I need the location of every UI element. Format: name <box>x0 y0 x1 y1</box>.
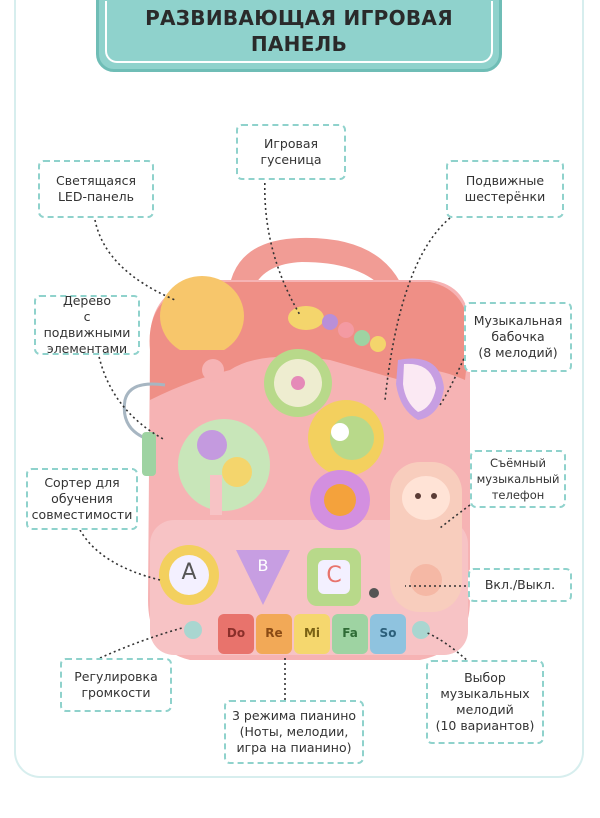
caterpillar-body <box>288 306 324 330</box>
sorter-triangle <box>236 550 290 605</box>
sorter-letter-c: C <box>326 563 342 588</box>
title-banner: РАЗВИВАЮЩАЯ ИГРОВАЯ ПАНЕЛЬ <box>96 0 502 72</box>
callout-piano: 3 режима пианино(Ноты, мелодии,игра на п… <box>224 700 364 764</box>
power-switch <box>369 588 379 598</box>
piano-key-so <box>370 614 406 654</box>
volume-button <box>184 621 202 639</box>
content-frame <box>14 0 584 778</box>
callout-power: Вкл./Выкл. <box>468 568 572 602</box>
toy-handle <box>228 237 400 300</box>
sorter-letter-a: A <box>181 560 197 585</box>
melody-button <box>412 621 430 639</box>
piano-key-fa <box>332 614 368 654</box>
piano-key-re <box>256 614 292 654</box>
piano-key-mi <box>294 614 330 654</box>
title-line-1: РАЗВИВАЮЩАЯ ИГРОВАЯ <box>145 6 453 30</box>
piano-key-do <box>218 614 254 654</box>
piano-key-label: Mi <box>303 626 321 640</box>
sorter-letter-b: B <box>257 556 269 575</box>
title-line-2: ПАНЕЛЬ <box>250 32 348 56</box>
led-panel-balloon <box>160 276 244 356</box>
piano-key-label: Do <box>226 626 246 640</box>
piano-key-label: Re <box>265 626 283 640</box>
piano-key-label: Fa <box>342 626 358 640</box>
piano-key-label: So <box>379 626 397 640</box>
